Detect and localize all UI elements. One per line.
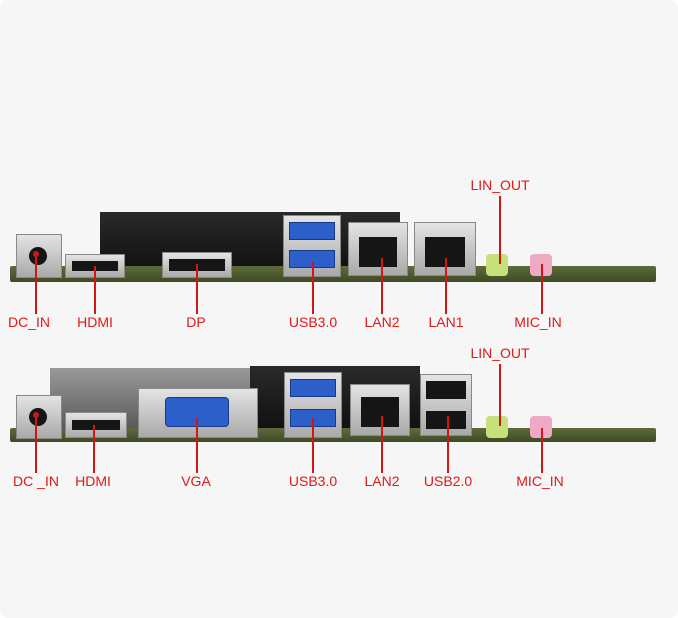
- label-mic-in: MIC_IN: [514, 314, 562, 330]
- usb2-port: [420, 374, 472, 436]
- mic-in-jack: [530, 416, 552, 438]
- lan2-port: [350, 384, 410, 436]
- label-lin-out: LIN_OUT: [470, 345, 530, 361]
- dc-in-jack: [16, 234, 62, 278]
- label-usb3: USB3.0: [288, 473, 338, 489]
- label-lan2: LAN2: [364, 314, 400, 330]
- label-hdmi: HDMI: [77, 314, 113, 330]
- vga-port: [138, 388, 258, 438]
- label-hdmi: HDMI: [75, 473, 111, 489]
- label-dc-in: DC _IN: [13, 473, 59, 489]
- hdmi-port: [65, 412, 127, 438]
- dc-in-jack: [16, 395, 62, 439]
- label-dc-in: DC_IN: [7, 314, 51, 330]
- label-vga: VGA: [181, 473, 211, 489]
- label-lan2: LAN2: [364, 473, 400, 489]
- lin-out-jack: [486, 254, 508, 276]
- label-lan1: LAN1: [428, 314, 464, 330]
- label-usb2: USB2.0: [423, 473, 473, 489]
- label-lin-out: LIN_OUT: [470, 177, 530, 193]
- label-mic-in: MIC_IN: [516, 473, 564, 489]
- label-usb3: USB3.0: [288, 314, 338, 330]
- lan2-port: [348, 222, 408, 276]
- lin-out-jack: [486, 416, 508, 438]
- label-dp: DP: [186, 314, 206, 330]
